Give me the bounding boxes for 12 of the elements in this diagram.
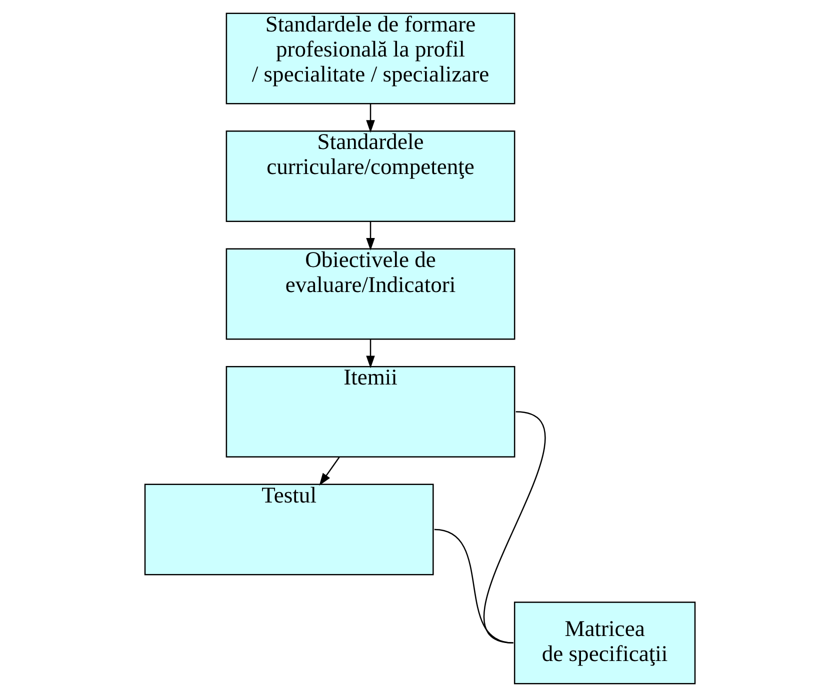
node-box: Matricea de specificaţii [513,602,696,684]
arrow [366,221,374,250]
arrow [366,339,374,368]
node-box: Standardele de formare profesională la profil / specialitate / specializare [225,12,515,104]
connector [484,411,544,644]
node-box: Itemii [225,366,515,458]
arrow [366,104,374,133]
node-box: Testul [144,484,434,576]
arrow [318,456,340,486]
node-box: Obiectivele de evaluare/Indicatori [225,248,515,340]
node-box: Standardele curriculare/competenţe [225,130,515,222]
connector [434,528,513,644]
